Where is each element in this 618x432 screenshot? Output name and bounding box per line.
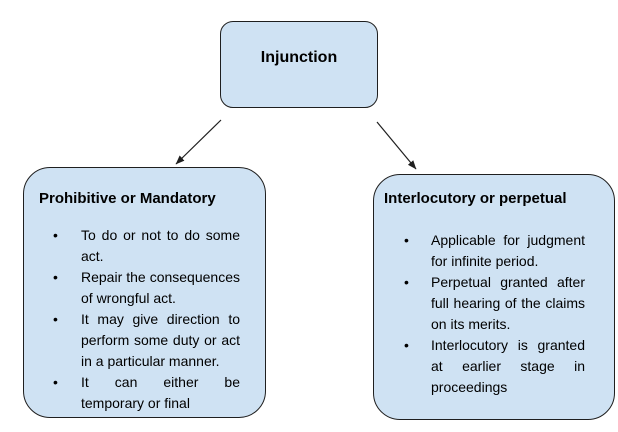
bullet-text: It can either be temporary or final [81, 374, 240, 411]
bullet-dot-icon: • [53, 269, 58, 285]
bullet-text: Perpetual granted after full hearing of … [431, 274, 585, 332]
bullet-text: Applicable for judgment for infinite per… [431, 232, 585, 269]
bullet-item: • Applicable for judgment for infinite p… [404, 230, 602, 272]
bullet-dot-icon: • [53, 374, 58, 390]
prohibitive-mandatory-title: Prohibitive or Mandatory [39, 190, 216, 207]
bullet-text: To do or not to do some act. [81, 227, 240, 264]
bullet-text: Repair the consequences of wrongful act. [81, 269, 240, 306]
injunction-title: Injunction [260, 48, 338, 66]
prohibitive-mandatory-box: Prohibitive or Mandatory • To do or not … [23, 167, 266, 418]
bullet-dot-icon: • [404, 337, 409, 353]
bullet-dot-icon: • [53, 227, 58, 243]
bullet-text: It may give direction to perform some du… [81, 311, 240, 369]
bullet-item: • Repair the consequences of wrongful ac… [53, 267, 250, 309]
bullet-text: Interlocutory is granted at earlier stag… [431, 337, 585, 395]
bullet-item: • To do or not to do some act. [53, 225, 250, 267]
bullet-item: • Interlocutory is granted at earlier st… [404, 335, 602, 398]
bullet-item: • It may give direction to perform some … [53, 309, 250, 372]
interlocutory-perpetual-title: Interlocutory or perpetual [384, 190, 567, 207]
injunction-box: Injunction [220, 21, 378, 108]
arrow-to-left-box [175, 119, 222, 165]
bullet-item: • It can either be temporary or final [53, 372, 250, 414]
interlocutory-bullet-list: • Applicable for judgment for infinite p… [384, 230, 602, 398]
prohibitive-bullet-list: • To do or not to do some act. • Repair … [39, 225, 250, 414]
bullet-dot-icon: • [53, 311, 58, 327]
bullet-dot-icon: • [404, 232, 409, 248]
interlocutory-perpetual-box: Interlocutory or perpetual • Applicable … [373, 174, 615, 420]
arrow-to-right-box [376, 121, 417, 170]
bullet-dot-icon: • [404, 274, 409, 290]
bullet-item: • Perpetual granted after full hearing o… [404, 272, 602, 335]
